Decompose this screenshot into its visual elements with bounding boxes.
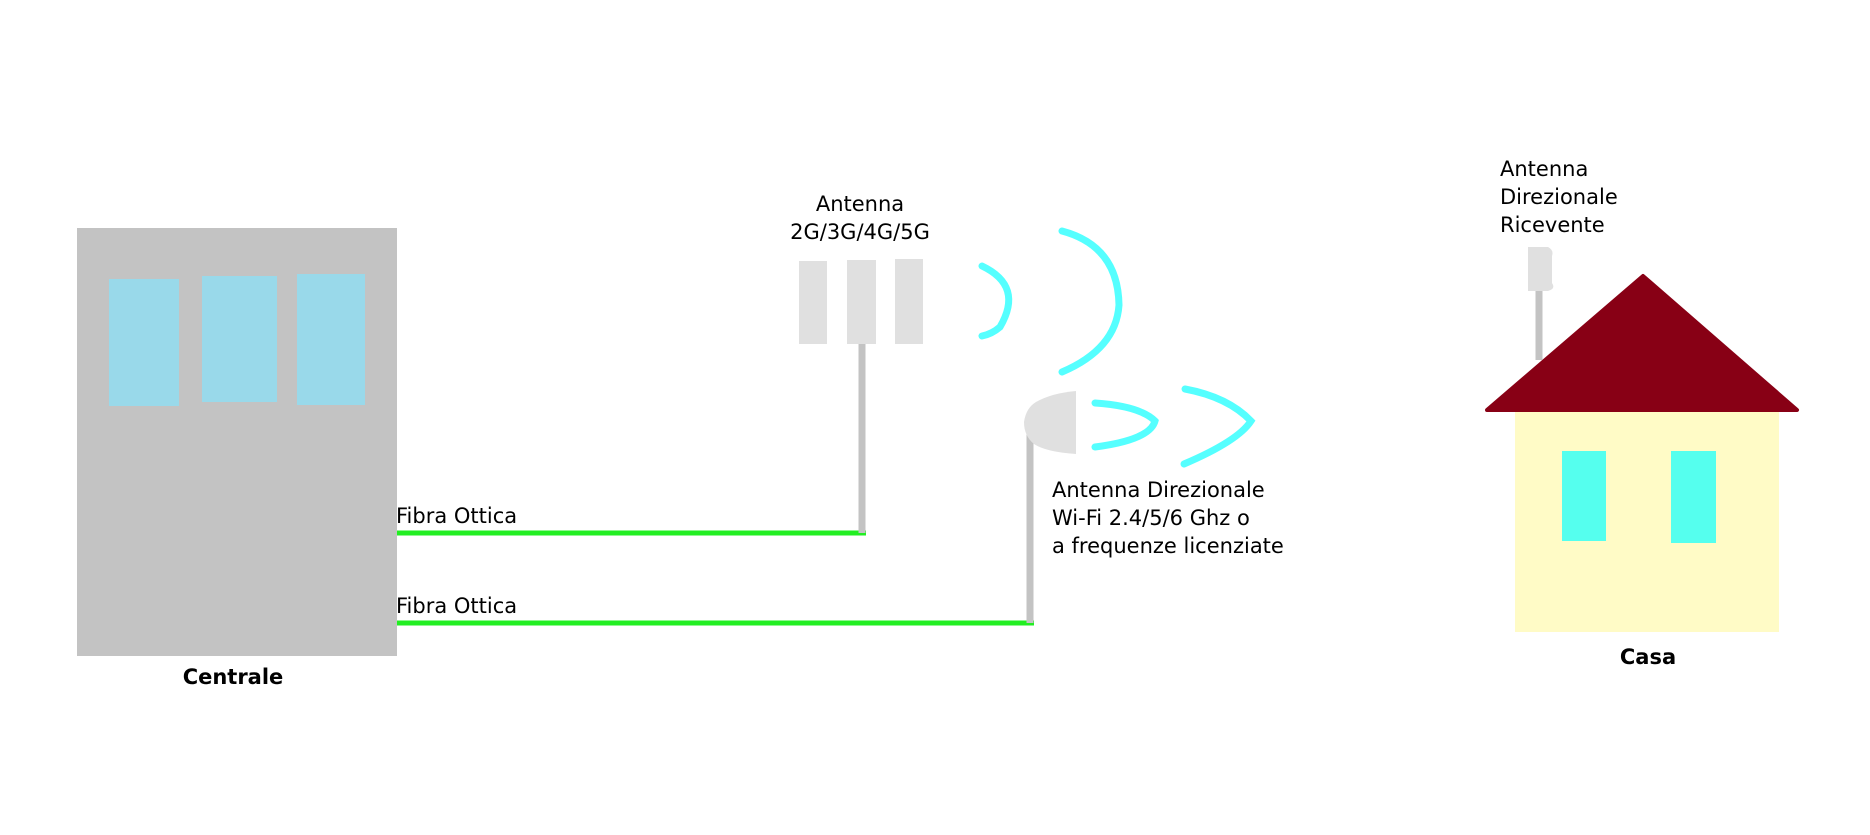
- cellular-antenna-panel-2: [847, 260, 876, 344]
- directional-antenna-label-line2: Wi-Fi 2.4/5/6 Ghz o: [1052, 506, 1250, 530]
- directional-signal-wave-small-icon: [1091, 399, 1159, 451]
- fiber-label-2: Fibra Ottica: [396, 594, 517, 618]
- cellular-signal-wave-large-icon: [1058, 227, 1123, 376]
- cellular-antenna-label-line2: 2G/3G/4G/5G: [790, 220, 930, 244]
- centrale-building: [77, 228, 397, 656]
- cellular-antenna-panel-3: [895, 259, 923, 344]
- house-roof: [1485, 274, 1799, 412]
- directional-antenna-label-line1: Antenna Direzionale: [1052, 478, 1265, 502]
- directional-antenna-dish-icon: [1024, 391, 1076, 454]
- centrale-window-1: [109, 279, 179, 406]
- casa-label: Casa: [1620, 645, 1676, 669]
- cellular-antenna-label-line1: Antenna: [816, 192, 904, 216]
- directional-signal-wave-large-icon: [1180, 385, 1256, 468]
- centrale-label: Centrale: [183, 665, 284, 689]
- receiver-antenna-label-line3: Ricevente: [1500, 213, 1605, 237]
- directional-antenna: [1024, 385, 1256, 623]
- fiber-label-1: Fibra Ottica: [396, 504, 517, 528]
- house: [1485, 247, 1799, 632]
- receiver-antenna-label-line2: Direzionale: [1500, 185, 1618, 209]
- cellular-antenna-panel-1: [799, 261, 827, 344]
- cellular-antenna: [799, 227, 1123, 533]
- house-window-right: [1671, 451, 1716, 543]
- house-window-left: [1562, 451, 1606, 541]
- cellular-signal-wave-small-icon: [978, 262, 1013, 340]
- receiver-antenna-icon: [1528, 247, 1554, 291]
- centrale-window-3: [297, 274, 365, 405]
- receiver-antenna-label-line1: Antenna: [1500, 157, 1588, 181]
- centrale-window-2: [202, 276, 277, 402]
- directional-antenna-label-line3: a frequenze licenziate: [1052, 534, 1284, 558]
- house-wall: [1515, 406, 1779, 632]
